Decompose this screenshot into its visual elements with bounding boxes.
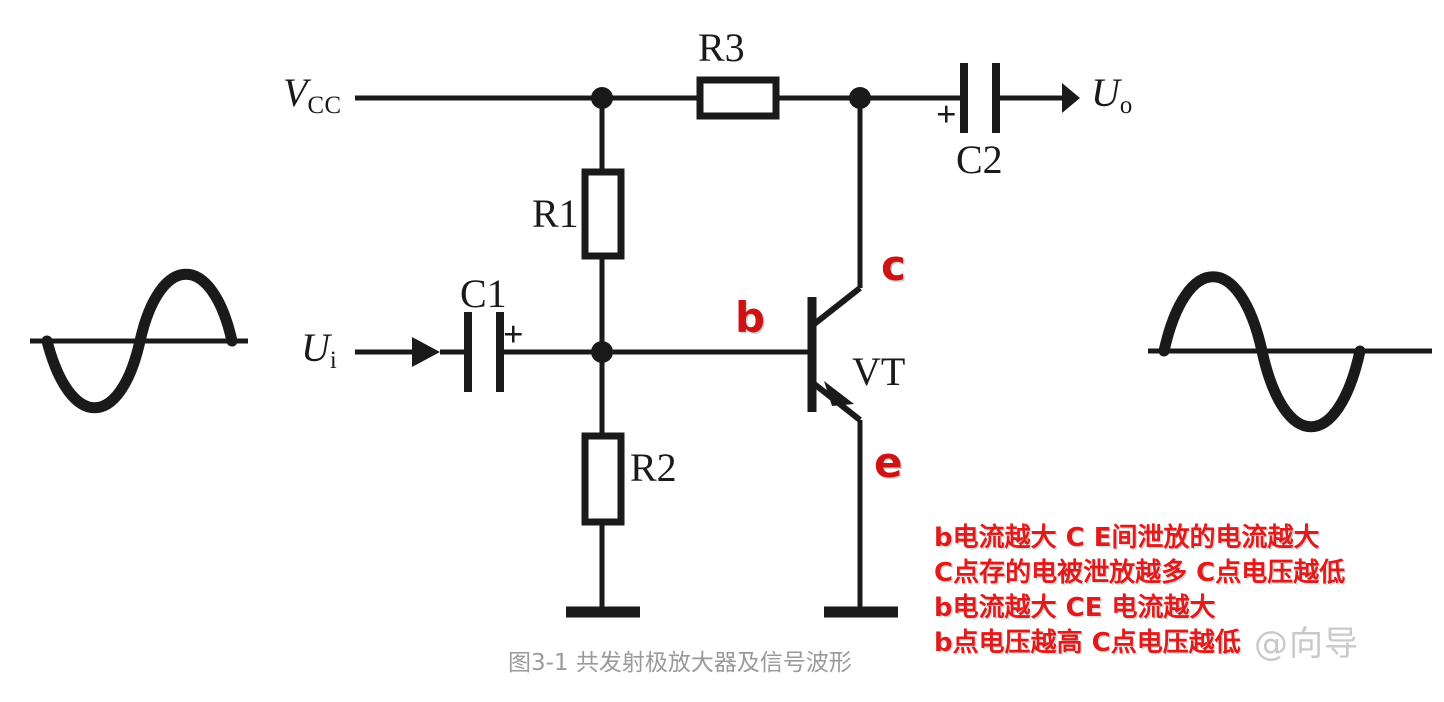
emitter-arrow-head [824, 381, 854, 406]
label-c2-polarity: + [936, 94, 957, 134]
transistor-vt-symbol [807, 98, 863, 612]
output-branch [860, 63, 1080, 133]
annotation-line-3: b电流越大 CE 电流越大 [934, 593, 1216, 623]
label-c1: C1 [460, 271, 507, 316]
input-branch [355, 312, 812, 392]
pin-label-emitter: e [874, 438, 903, 487]
resistor-r2-branch [581, 352, 625, 612]
resistor-r3-symbol [696, 76, 780, 120]
label-r1: R1 [532, 191, 579, 236]
annotation-line-2: C点存的电被泄放越多 C点电压越低 [934, 558, 1346, 588]
watermark: @向导 [1254, 624, 1359, 664]
label-ui: Ui [301, 325, 338, 374]
label-r2: R2 [630, 445, 677, 490]
figure-caption: 图3-1 共发射极放大器及信号波形 [508, 650, 852, 676]
pin-label-collector: c [881, 241, 906, 290]
input-arrow-head [412, 337, 440, 367]
input-sine-waveform [30, 268, 248, 414]
label-uo: Uo [1091, 70, 1133, 119]
junction-node-base [591, 341, 613, 363]
label-c2: C2 [956, 137, 1003, 182]
output-sine-waveform [1148, 271, 1432, 432]
annotation-line-4: b点电压越高 C点电压越低 [934, 628, 1241, 658]
label-r3: R3 [698, 25, 745, 70]
label-c1-polarity: + [503, 314, 524, 354]
output-arrow-head [1062, 83, 1080, 113]
resistor-r1-branch [581, 98, 625, 352]
annotation-line-1: b电流越大 C E间泄放的电流越大 [934, 523, 1320, 553]
pin-label-base: b [735, 293, 766, 342]
label-vt: VT [852, 349, 906, 394]
red-annotation-block: b电流越大 C E间泄放的电流越大 C点存的电被泄放越多 C点电压越低 b电流越… [934, 521, 1346, 661]
label-vcc: VCC [283, 70, 342, 119]
